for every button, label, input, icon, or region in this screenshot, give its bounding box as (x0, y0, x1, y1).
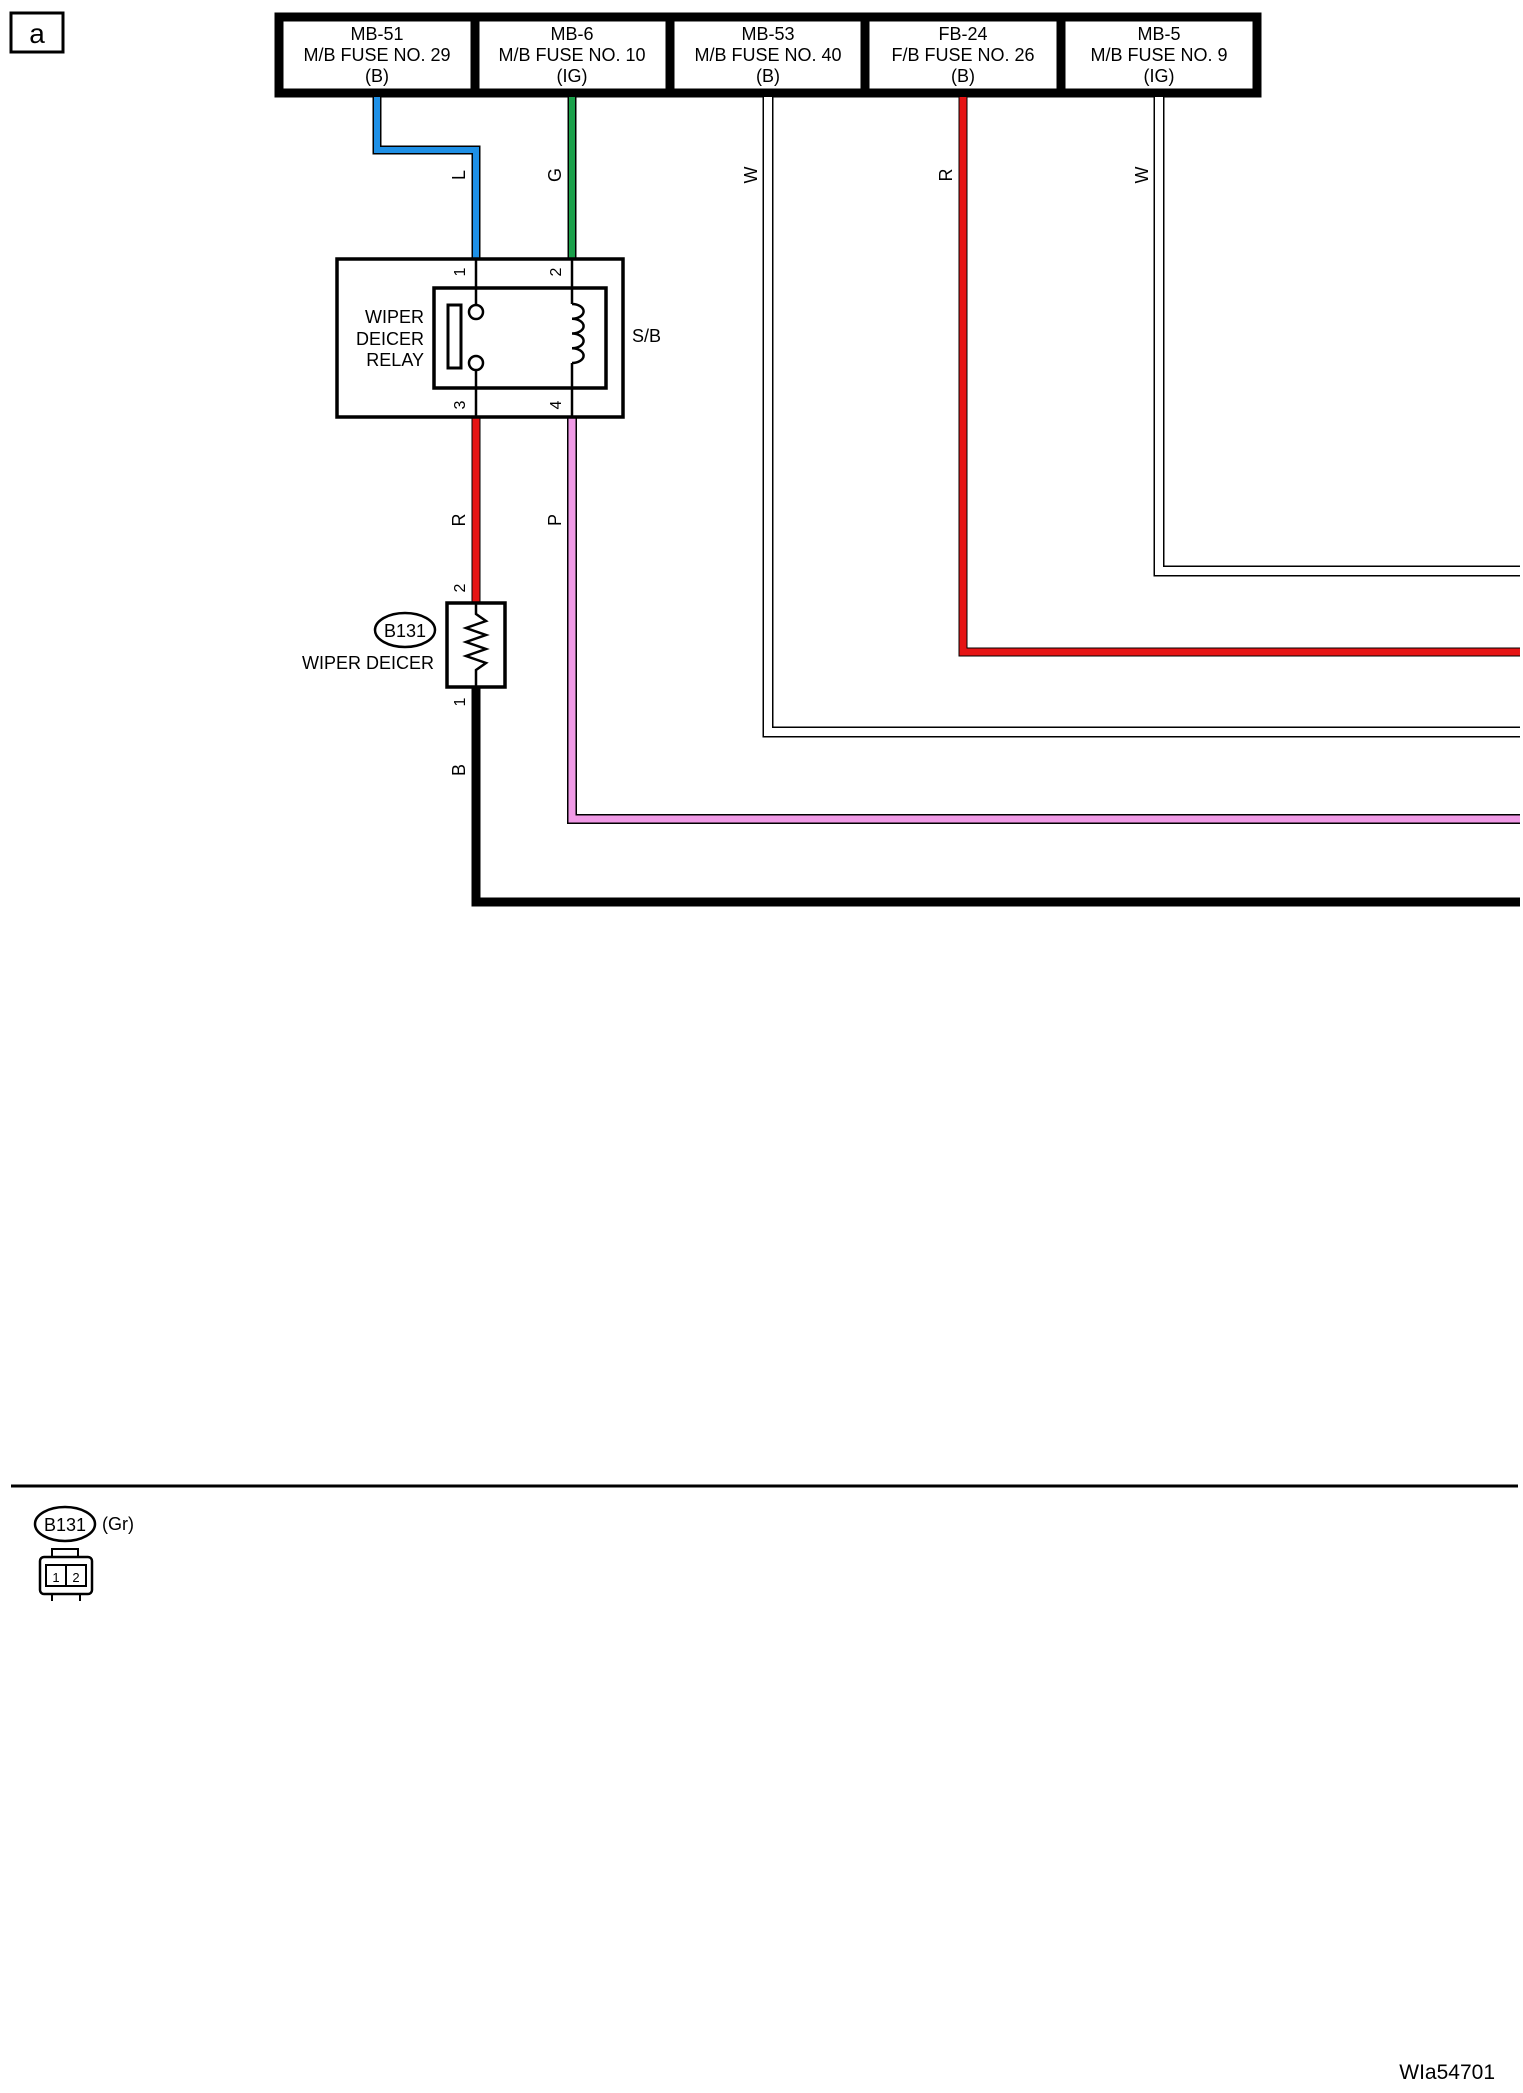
wire-label-b: B (449, 764, 469, 776)
fuse-code: MB-5 (1137, 24, 1180, 44)
relay-pin-4: 4 (548, 400, 565, 409)
relay-location: S/B (632, 326, 661, 346)
wire-label-w: W (741, 167, 761, 184)
fuse-type: (B) (756, 66, 780, 86)
wire-label-g: G (545, 168, 565, 182)
deicer-connector-code: B131 (384, 621, 426, 641)
fuse-code: FB-24 (938, 24, 987, 44)
fuse-block: MB-51 M/B FUSE NO. 29 (B) MB-6 M/B FUSE … (274, 12, 1262, 98)
wire-label-r: R (449, 514, 469, 527)
wire-labels: L G W R W R P B (449, 167, 1152, 777)
wire-fb24-r (958, 97, 1520, 657)
relay-pin-2: 2 (548, 267, 565, 276)
relay-coil (571, 302, 585, 365)
fuse-type: (B) (951, 66, 975, 86)
connector-face-icon: 1 2 (38, 1548, 94, 1601)
figure-id: WIa54701 (1399, 2061, 1495, 2084)
wire-mb5-w (1153, 97, 1520, 577)
wires (372, 97, 1520, 907)
heater-element-icon (462, 603, 490, 687)
deicer-pin-1: 1 (452, 697, 469, 706)
wire-mb51-l (372, 97, 481, 259)
relay-name-line-2: DEICER (356, 329, 424, 349)
wiper-deicer-relay: WIPER DEICER RELAY S/B 1 2 3 4 (335, 257, 661, 419)
fuse-code: MB-51 (350, 24, 403, 44)
fuse-code: MB-53 (741, 24, 794, 44)
fuse-name: M/B FUSE NO. 10 (498, 45, 645, 65)
wire-ground-b (471, 687, 1520, 907)
wire-relay4-p (567, 417, 1520, 824)
relay-pin-3: 3 (452, 400, 469, 409)
deicer-name: WIPER DEICER (302, 653, 434, 673)
wire-label-l: L (449, 170, 469, 180)
wire-mb53-w (762, 97, 1520, 738)
fuse-mb5: MB-5 M/B FUSE NO. 9 (IG) (1090, 24, 1227, 86)
deicer-pin-2: 2 (452, 583, 469, 592)
fuse-mb6: MB-6 M/B FUSE NO. 10 (IG) (498, 24, 645, 86)
fuse-name: M/B FUSE NO. 9 (1090, 45, 1227, 65)
fuse-name: F/B FUSE NO. 26 (891, 45, 1034, 65)
legend-pin-1: 1 (52, 1570, 59, 1585)
legend-connector-color: (Gr) (102, 1514, 134, 1534)
connector-legend: B131 (Gr) 1 2 (33, 1505, 134, 1601)
page-tag: a (9, 11, 65, 54)
relay-pin-1: 1 (452, 267, 469, 276)
wiper-deicer: 2 1 B131 WIPER DEICER (302, 583, 507, 706)
page-tag-label: a (29, 18, 45, 49)
fuse-code: MB-6 (550, 24, 593, 44)
fuse-mb51: MB-51 M/B FUSE NO. 29 (B) (303, 24, 450, 86)
fuse-mb53: MB-53 M/B FUSE NO. 40 (B) (694, 24, 841, 86)
fuse-name: M/B FUSE NO. 40 (694, 45, 841, 65)
fuse-fb24: FB-24 F/B FUSE NO. 26 (B) (891, 24, 1034, 86)
relay-name-line-3: RELAY (366, 350, 424, 370)
fuse-type: (IG) (557, 66, 588, 86)
relay-name-line-1: WIPER (365, 307, 424, 327)
fuse-type: (IG) (1144, 66, 1175, 86)
fuse-name: M/B FUSE NO. 29 (303, 45, 450, 65)
wire-label-w: W (1132, 167, 1152, 184)
wire-label-r: R (936, 169, 956, 182)
legend-connector-code: B131 (44, 1515, 86, 1535)
wire-label-p: P (545, 514, 565, 526)
fuse-type: (B) (365, 66, 389, 86)
legend-pin-2: 2 (72, 1570, 79, 1585)
